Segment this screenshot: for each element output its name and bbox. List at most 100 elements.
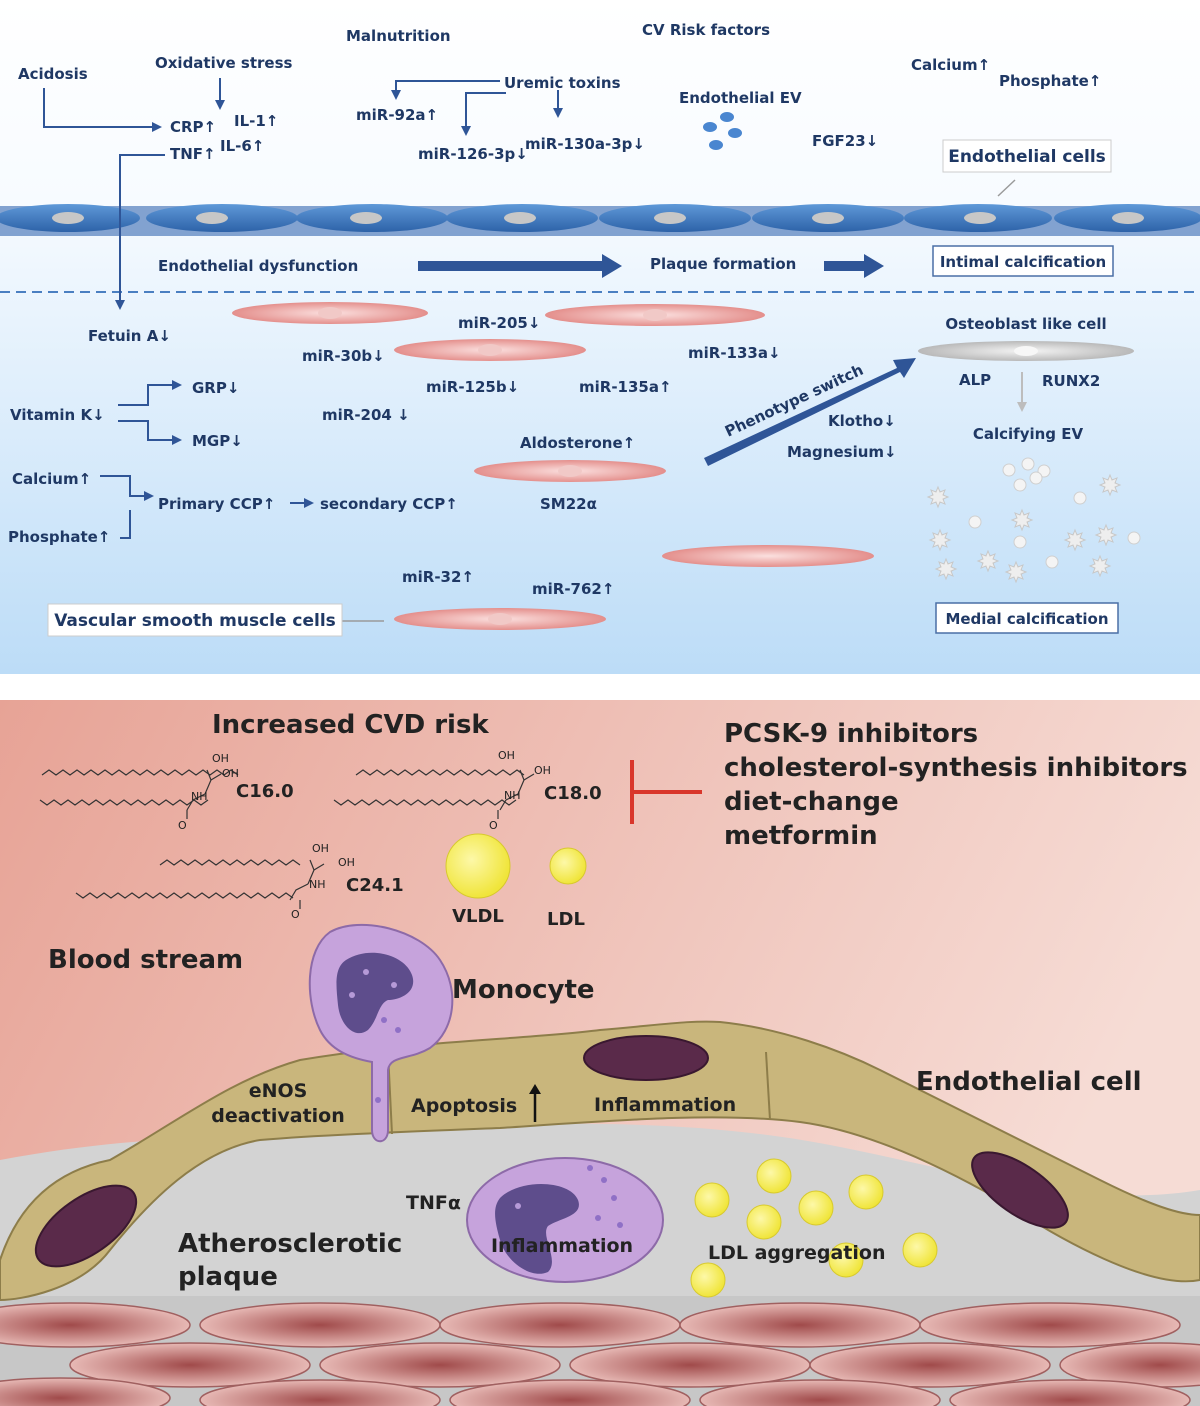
label-crp: CRP↑ bbox=[170, 118, 216, 136]
endothelial-cells-box bbox=[942, 139, 1112, 173]
label-aldosterone: Aldosterone↑ bbox=[520, 434, 635, 452]
label-mir32: miR-32↑ bbox=[402, 568, 474, 586]
label-vldl: VLDL bbox=[452, 906, 504, 927]
smooth-muscle-cells bbox=[232, 302, 874, 630]
label-endothelial-cells: Endothelial cells bbox=[948, 147, 1106, 167]
therapy-item: PCSK-9 inhibitors bbox=[724, 719, 978, 749]
label-mir762: miR-762↑ bbox=[532, 580, 614, 598]
label-mir126: miR-126-3p↓ bbox=[418, 145, 528, 163]
label-mir92a: miR-92a↑ bbox=[356, 106, 438, 124]
top-panel: Acidosis Oxidative stress Malnutrition C… bbox=[0, 0, 1200, 674]
svg-text:NH: NH bbox=[309, 878, 326, 891]
endothelial-ev-icon bbox=[703, 112, 742, 150]
endothelial-nucleus bbox=[34, 1184, 138, 1268]
label-inflammation-endothelium: Inflammation bbox=[594, 1094, 736, 1116]
label-plaque: plaque bbox=[178, 1262, 278, 1292]
plaque-macrophage bbox=[466, 1157, 664, 1283]
svg-text:O: O bbox=[178, 819, 187, 832]
label-grp: GRP↓ bbox=[192, 379, 239, 397]
label-secondary-ccp: secondary CCP↑ bbox=[320, 495, 458, 513]
svg-text:OH: OH bbox=[338, 856, 355, 869]
label-osteoblast-like-cell: Osteoblast like cell bbox=[945, 315, 1106, 333]
label-tnf: TNF↑ bbox=[170, 145, 216, 163]
svg-text:O: O bbox=[291, 908, 300, 921]
therapy-item: metformin bbox=[724, 821, 878, 851]
label-fetuin-a: Fetuin A↓ bbox=[88, 327, 171, 345]
label-intimal-calcification: Intimal calcification bbox=[940, 253, 1106, 271]
intimal-calcification-box bbox=[932, 245, 1114, 277]
svg-text:OH: OH bbox=[312, 842, 329, 855]
top-connectors bbox=[43, 78, 563, 539]
top-panel-background bbox=[0, 0, 1200, 674]
label-cv-risk-factors: CV Risk factors bbox=[642, 21, 770, 39]
chem-labels: OH OH NH O OH OH NH O OH OH NH O bbox=[178, 749, 551, 921]
plaque-to-calcification-arrow bbox=[824, 254, 884, 278]
label-runx2: RUNX2 bbox=[1042, 372, 1100, 390]
label-primary-ccp: Primary CCP↑ bbox=[158, 495, 275, 513]
label-c24: C24.1 bbox=[346, 875, 404, 896]
label-mir205: miR-205↓ bbox=[458, 314, 540, 332]
endothelial-callout-line bbox=[997, 179, 1016, 197]
label-monocyte: Monocyte bbox=[452, 975, 595, 1005]
label-calcium-left: Calcium↑ bbox=[12, 470, 91, 488]
label-tnfa: TNFα bbox=[406, 1192, 461, 1214]
therapy-item: diet-change bbox=[724, 787, 899, 817]
label-blood-stream: Blood stream bbox=[48, 945, 243, 975]
monocyte bbox=[308, 923, 454, 1143]
label-acidosis: Acidosis bbox=[18, 65, 88, 83]
ceramide-c18 bbox=[333, 769, 535, 819]
bottom-panel: OH OH NH O OH OH NH O OH OH NH O Increas… bbox=[0, 700, 1200, 1406]
label-apoptosis: Apoptosis bbox=[411, 1095, 517, 1117]
label-calcifying-ev: Calcifying EV bbox=[973, 425, 1084, 443]
therapy-item: cholesterol-synthesis inhibitors bbox=[724, 753, 1188, 783]
medial-calcification-box bbox=[935, 602, 1119, 634]
label-mir135a: miR-135a↑ bbox=[579, 378, 672, 396]
vldl-particle bbox=[445, 833, 511, 899]
label-fgf23: FGF23↓ bbox=[812, 132, 878, 150]
label-vascular-smooth-muscle-cells: Vascular smooth muscle cells bbox=[54, 611, 336, 631]
label-mir130a: miR-130a-3p↓ bbox=[525, 135, 645, 153]
svg-text:OH: OH bbox=[222, 767, 239, 780]
label-phosphate-left: Phosphate↑ bbox=[8, 528, 110, 546]
media-smooth-muscle-cells bbox=[0, 1302, 1200, 1406]
label-plaque-formation: Plaque formation bbox=[650, 255, 796, 273]
ldl-aggregates bbox=[690, 1158, 938, 1298]
therapy-list: PCSK-9 inhibitors cholesterol-synthesis … bbox=[724, 719, 1188, 851]
label-vitamin-k: Vitamin K↓ bbox=[10, 406, 105, 424]
label-uremic-toxins: Uremic toxins bbox=[504, 74, 621, 92]
endothelial-layer bbox=[0, 204, 1200, 236]
label-enos-line1: eNOS bbox=[249, 1080, 308, 1102]
label-enos-line2: deactivation bbox=[211, 1105, 345, 1127]
label-sm22a: SM22α bbox=[540, 495, 597, 513]
label-phosphate-top: Phosphate↑ bbox=[999, 72, 1101, 90]
label-atherosclerotic: Atherosclerotic bbox=[178, 1229, 402, 1259]
label-il1: IL-1↑ bbox=[234, 112, 278, 130]
ceramide-c24 bbox=[75, 859, 325, 909]
svg-text:NH: NH bbox=[191, 790, 208, 803]
endothelial-nucleus bbox=[583, 1035, 709, 1081]
svg-text:O: O bbox=[489, 819, 498, 832]
svg-text:OH: OH bbox=[498, 749, 515, 762]
label-alp: ALP bbox=[959, 371, 991, 389]
label-mir204: miR-204 ↓ bbox=[322, 406, 410, 424]
label-endothelial-dysfunction: Endothelial dysfunction bbox=[158, 257, 358, 275]
label-ldl: LDL bbox=[547, 909, 585, 930]
label-endothelial-ev: Endothelial EV bbox=[679, 89, 802, 107]
inhibitor-symbol bbox=[630, 760, 702, 824]
label-oxidative-stress: Oxidative stress bbox=[155, 54, 293, 72]
label-mir30b: miR-30b↓ bbox=[302, 347, 385, 365]
apoptosis-arrowhead bbox=[529, 1084, 541, 1094]
label-medial-calcification: Medial calcification bbox=[945, 610, 1108, 628]
label-inflammation-plaque: Inflammation bbox=[491, 1235, 633, 1257]
label-mir133a: miR-133a↓ bbox=[688, 344, 781, 362]
vsmc-box bbox=[47, 603, 343, 637]
endothelial-nucleus bbox=[971, 1151, 1069, 1229]
cell-junction bbox=[765, 1051, 771, 1121]
label-increased-cvd-risk: Increased CVD risk bbox=[212, 710, 489, 740]
label-mir125b: miR-125b↓ bbox=[426, 378, 519, 396]
label-il6: IL-6↑ bbox=[220, 137, 264, 155]
label-ldl-aggregation: LDL aggregation bbox=[708, 1242, 885, 1264]
dysfunction-to-plaque-arrow bbox=[418, 254, 622, 278]
label-malnutrition: Malnutrition bbox=[346, 27, 451, 45]
